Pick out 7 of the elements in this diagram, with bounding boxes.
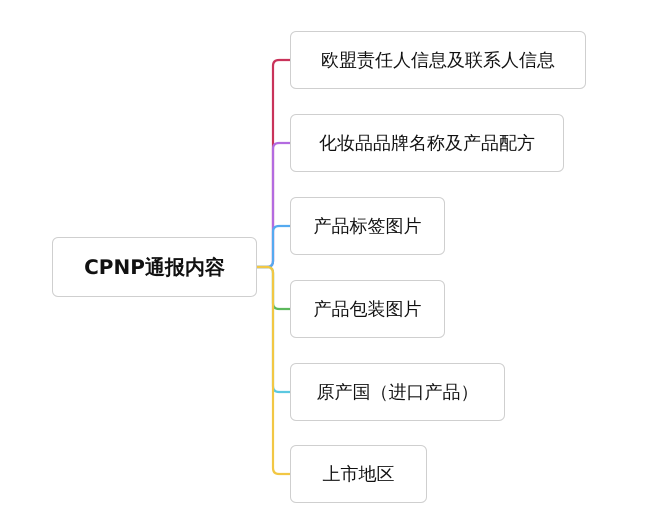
subtopic-box: 欧盟责任人信息及联系人信息 [290, 31, 586, 89]
subtopic-box: 上市地区 [290, 445, 427, 503]
topic-box: CPNP通报内容 [52, 237, 257, 297]
subtopic-box: 产品包装图片 [290, 280, 445, 338]
subtopic-box: 原产国（进口产品） [290, 363, 505, 421]
subtopic-box: 化妆品品牌名称及产品配方 [290, 114, 564, 172]
subtopic-box: 产品标签图片 [290, 197, 445, 255]
